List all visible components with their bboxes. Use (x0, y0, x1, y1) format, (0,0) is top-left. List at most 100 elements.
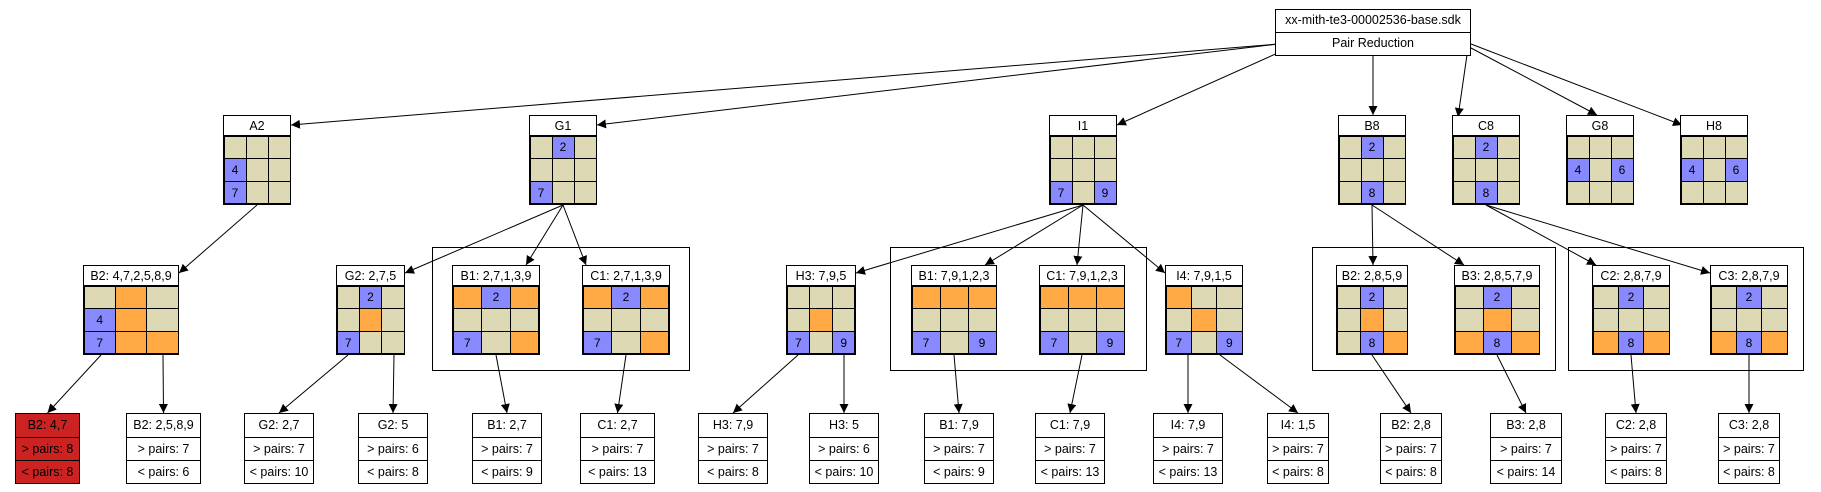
node-label: G8 (1566, 115, 1634, 136)
leaf-less-pairs: < pairs: 8 (1719, 460, 1779, 483)
leaf-less-pairs: < pairs: 8 (359, 460, 427, 483)
edge-level2-to-leaf-3 (388, 354, 398, 414)
leaf-less-pairs: < pairs: 8 (699, 460, 767, 483)
grid-cell: 4 (223, 158, 247, 182)
leaf-title: C2: 2,8 (1615, 418, 1657, 432)
leaf-more-pairs: > pairs: 7 (1268, 437, 1328, 460)
leaf-more-pairs: > pairs: 6 (810, 437, 878, 460)
grid-cell (1680, 135, 1704, 160)
edge-level2-to-leaf-11 (1219, 354, 1299, 414)
leaf-less-pairs: < pairs: 9 (473, 460, 541, 483)
grid-cell (1643, 308, 1670, 332)
grid-cell (1049, 158, 1073, 182)
grid-cell (509, 330, 540, 355)
grid-cell (1735, 308, 1763, 332)
grid-cell (809, 285, 833, 310)
edge-level2-to-leaf-14 (1630, 354, 1640, 414)
grid-cell (1067, 308, 1097, 332)
grid-cell (1382, 135, 1406, 160)
grid-cell (1452, 158, 1476, 182)
grid-cell (1592, 285, 1619, 310)
grid-cell (1382, 180, 1406, 205)
grid-cell (967, 285, 997, 310)
grid-cell (1383, 285, 1408, 310)
grid-cell (809, 330, 833, 355)
edge-level1-to-level2-4 (855, 204, 1084, 275)
grid-cell (1710, 308, 1737, 332)
grid-cell (1454, 308, 1484, 332)
leaf-title: I4: 1,5 (1280, 418, 1316, 432)
grid-cell: 9 (1216, 330, 1243, 355)
grid-cell (1702, 158, 1726, 182)
leaf-node-highlighted: B2: 4,7> pairs: 8< pairs: 8 (15, 413, 80, 484)
grid-cell (1566, 180, 1590, 205)
grid-cell (1165, 285, 1192, 310)
grid-cell (1710, 330, 1737, 355)
edge-level2-to-leaf-1 (158, 354, 168, 414)
leaf-less-pairs: < pairs: 13 (1036, 460, 1104, 483)
grid-cell (582, 308, 613, 332)
grid-cell: 2 (551, 135, 575, 160)
grid-cell (1336, 285, 1361, 310)
grid-cell (809, 308, 833, 332)
edge-root-to-level1-6 (1470, 43, 1683, 126)
edge-level1-to-level2-5 (984, 204, 1084, 266)
node-label: B2: 4,7,2,5,8,9 (83, 265, 179, 286)
grid-cell (245, 158, 269, 182)
grid-cell (786, 308, 811, 332)
leaf-node: C1: 7,9> pairs: 7< pairs: 13 (1035, 413, 1105, 484)
grid-cell (114, 285, 148, 310)
grid-cell: 2 (1735, 285, 1763, 310)
grid-cell: 2 (1474, 135, 1498, 160)
grid-cell (639, 308, 670, 332)
cluster-c2-c3 (1568, 247, 1804, 371)
grid-cell (639, 330, 670, 355)
edge-level1-to-level2-6 (1073, 204, 1084, 266)
leaf-node: I4: 7,9> pairs: 7< pairs: 13 (1153, 413, 1223, 484)
grid-cell: 6 (1610, 158, 1634, 182)
grid-cell (573, 158, 597, 182)
grid-cell (1592, 330, 1619, 355)
leaf-more-pairs: > pairs: 7 (925, 437, 993, 460)
edge-root-to-level1-0 (290, 43, 1279, 129)
grid-cell (481, 308, 511, 332)
node-label: C2: 2,8,7,9 (1592, 265, 1670, 286)
grid-cell (1039, 308, 1069, 332)
grid-cell (1216, 308, 1243, 332)
leaf-title: G2: 2,7 (258, 418, 300, 432)
grid-cell (1071, 158, 1095, 182)
grid-cell (939, 285, 969, 310)
leaf-more-pairs: > pairs: 7 (1719, 437, 1779, 460)
grid-cell: 7 (1049, 180, 1073, 205)
grid-cell (1338, 180, 1362, 205)
grid-cell: 2 (1359, 285, 1385, 310)
grid-cell (1761, 285, 1788, 310)
leaf-less-pairs: < pairs: 13 (1154, 460, 1222, 483)
leaf-title: H3: 5 (829, 418, 859, 432)
grid-cell: 9 (1095, 330, 1125, 355)
grid-cell (529, 135, 553, 160)
grid-cell (1336, 308, 1361, 332)
edge-level1-to-level2-0 (178, 204, 258, 274)
grid-cell (381, 308, 405, 332)
grid-cell (1566, 135, 1590, 160)
leaf-more-pairs: > pairs: 7 (1036, 437, 1104, 460)
